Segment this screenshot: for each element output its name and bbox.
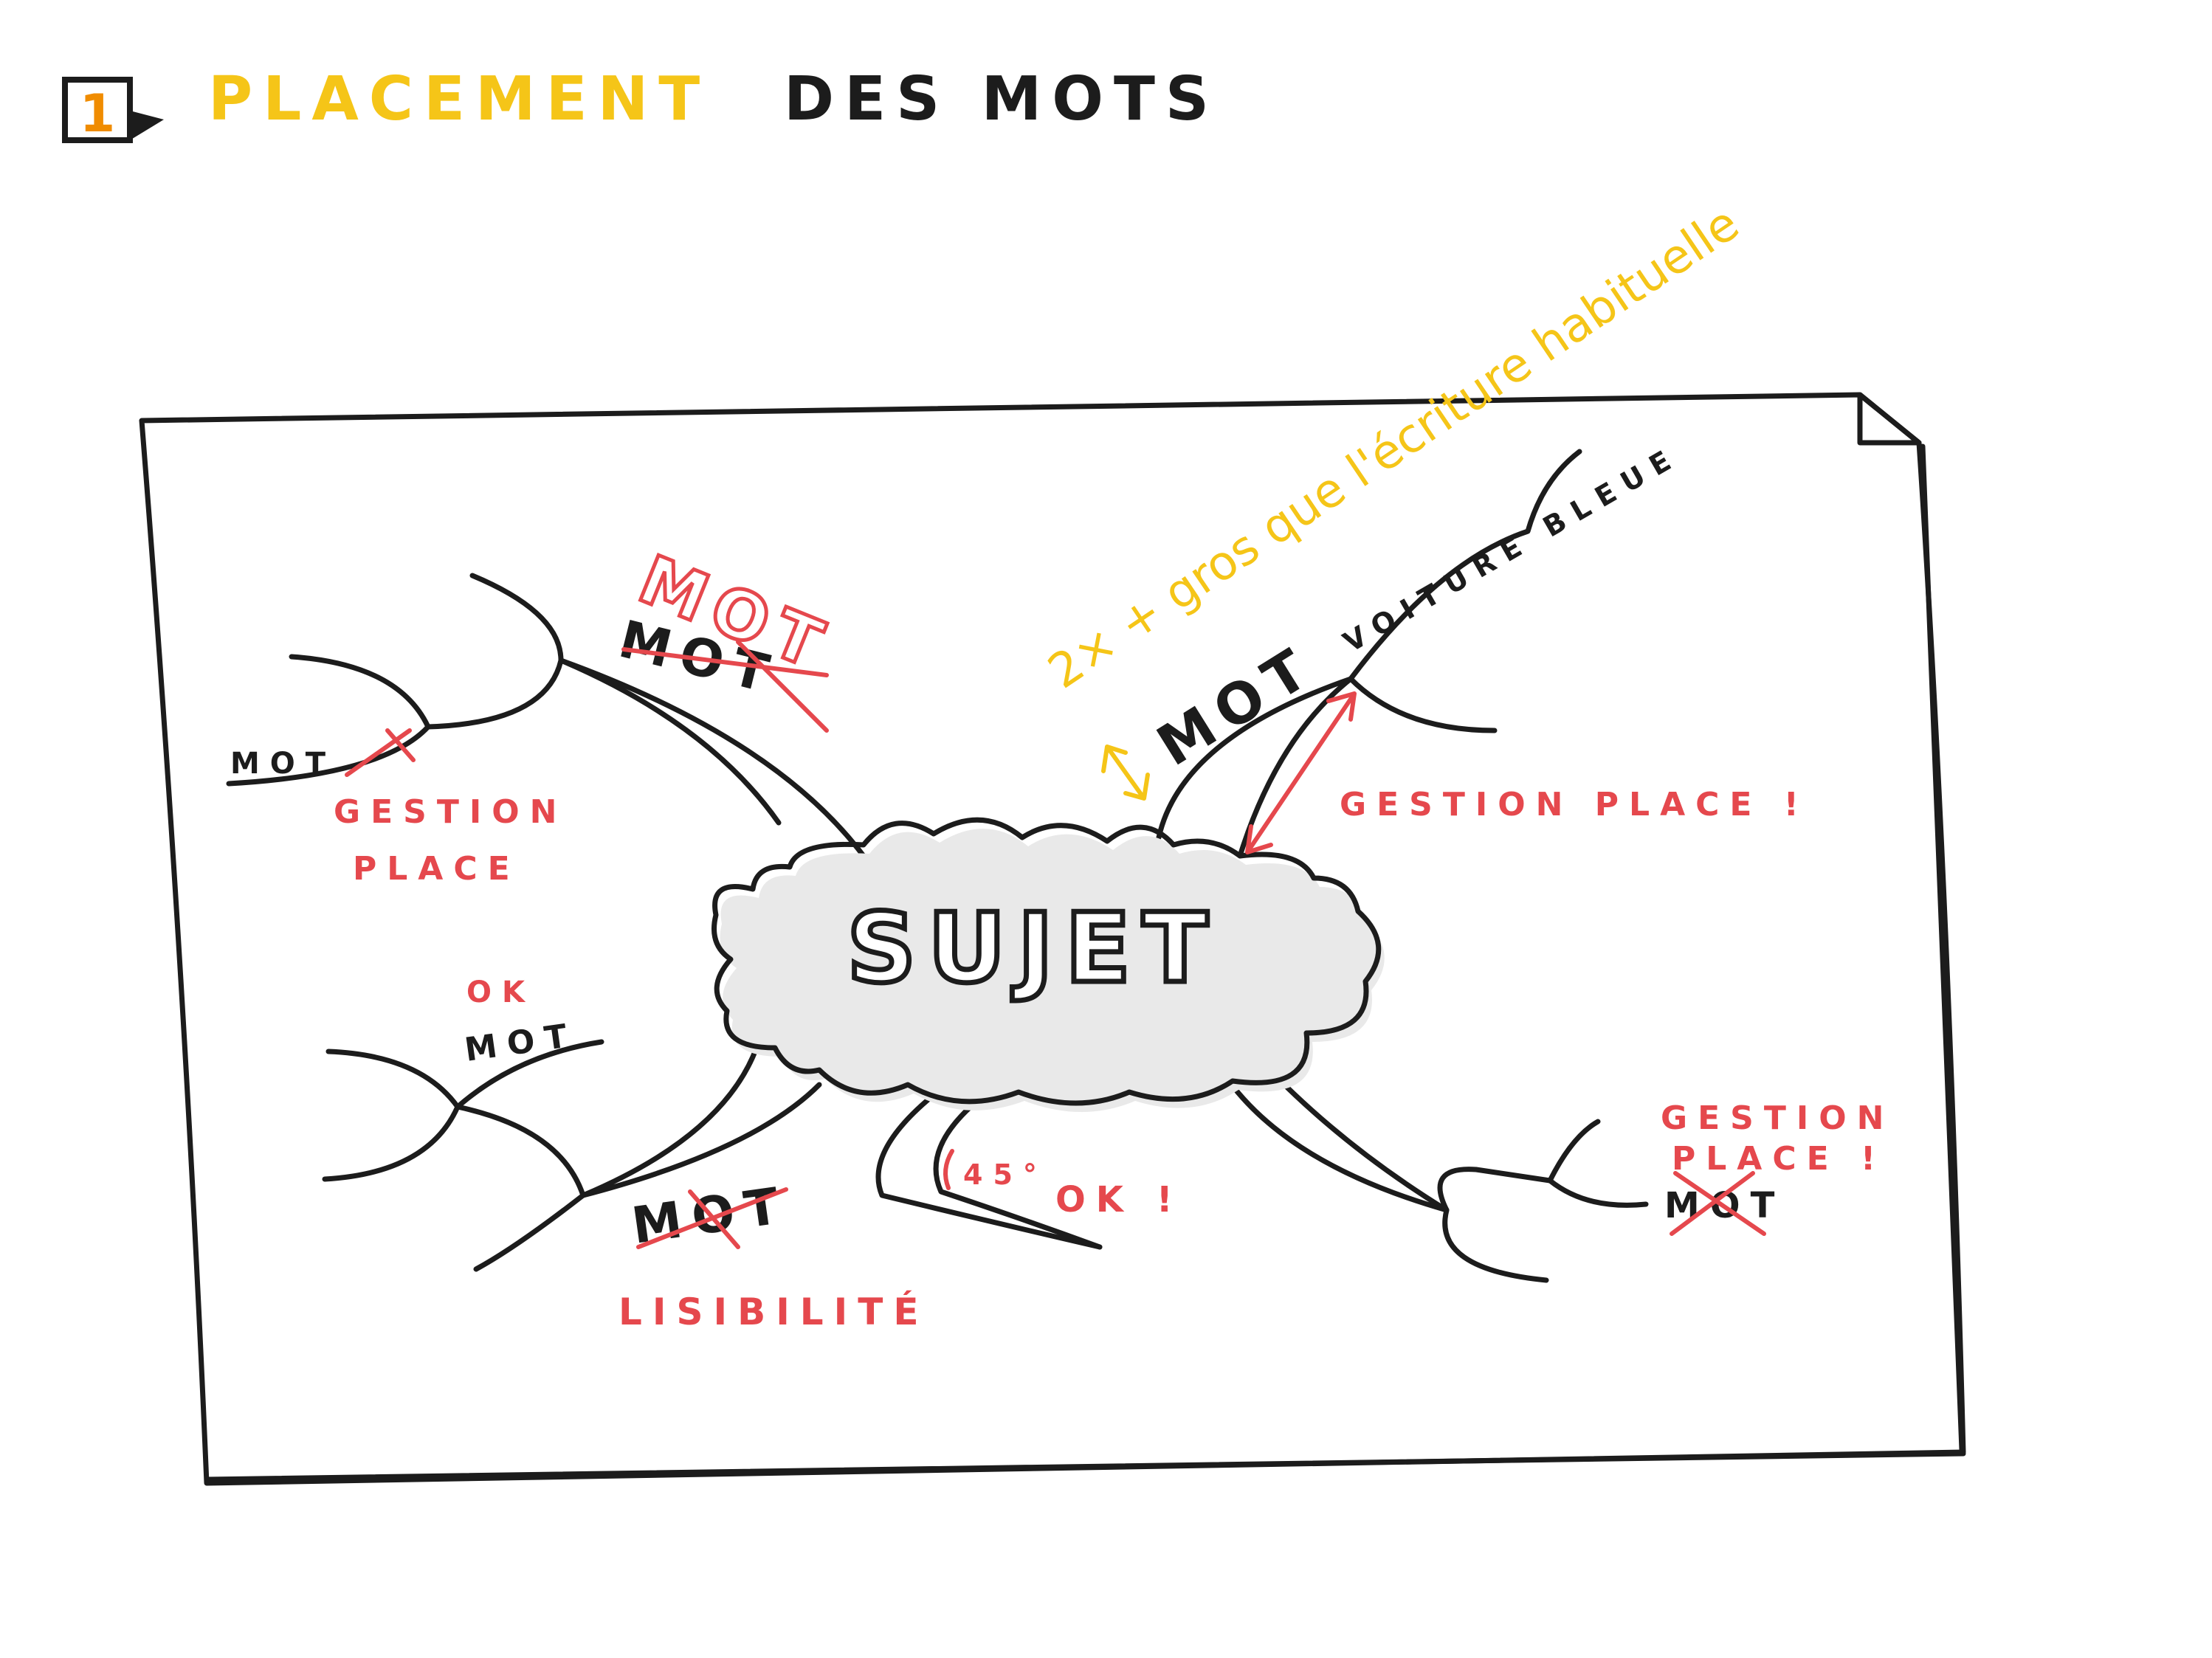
title-highlight: PLACEMENT xyxy=(208,64,710,134)
size-arrow xyxy=(1101,745,1150,801)
cross-mot-top-left xyxy=(621,640,829,733)
title-rest: DES MOTS xyxy=(784,64,1219,134)
gestion-place-br-line2: PLACE ! xyxy=(1672,1140,1886,1178)
cross-mot-bottom-right xyxy=(1670,1171,1766,1236)
word-mot-top-right: MOT xyxy=(1145,632,1327,779)
paper-sheet xyxy=(139,392,1966,1486)
cross-mot-left xyxy=(345,728,416,777)
gestion-place-br-line1: GESTION xyxy=(1661,1099,1894,1137)
paper-fold-corner xyxy=(1857,392,1922,446)
angle-ok-label: OK ! xyxy=(1055,1179,1183,1220)
word-mot-mid-left: MOT xyxy=(462,1016,579,1069)
cross-mot-bottom-left xyxy=(636,1187,788,1249)
center-subject: SUJET xyxy=(847,892,1219,1004)
angle-label: 45° xyxy=(963,1158,1047,1191)
lisibilite-label: LISIBILITÉ xyxy=(619,1290,929,1333)
word-mot-left: MOT xyxy=(230,747,336,781)
title-number-box xyxy=(62,77,133,143)
branches xyxy=(226,449,1649,1283)
angle-mark xyxy=(943,1149,954,1190)
gestion-place-left-line1: GESTION xyxy=(334,793,567,831)
arrow-gestion-place-right xyxy=(1245,691,1357,854)
gestion-place-right: GESTION PLACE ! xyxy=(1340,786,1809,823)
title-box-corner xyxy=(130,111,164,140)
gestion-place-left-line2: PLACE xyxy=(353,850,520,888)
title: 1 PLACEMENT DES MOTS xyxy=(62,64,1219,144)
ok-label: OK xyxy=(466,975,535,1009)
title-number: 1 xyxy=(80,83,116,144)
center-cloud: SUJET xyxy=(712,817,1385,1112)
